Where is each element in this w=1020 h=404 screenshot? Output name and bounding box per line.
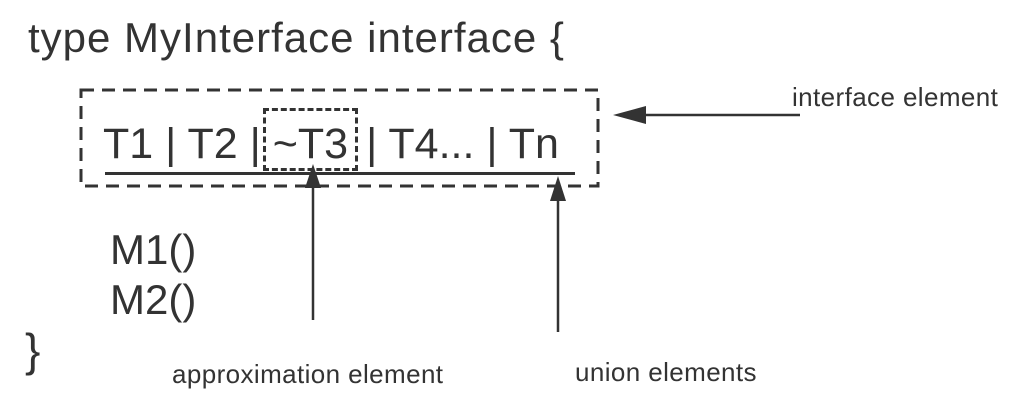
union-members-left: T1 | T2 |	[103, 120, 261, 168]
method-signature-m2: M2()	[110, 276, 197, 323]
union-type-list: T1 | T2 |~T3 | T4... | Tn	[103, 108, 559, 171]
union-members-right: | T4... | Tn	[366, 120, 559, 168]
approximation-element-arrow	[305, 164, 321, 320]
method-signature-m1: M1()	[110, 226, 197, 273]
method-list: M1() M2()	[110, 225, 196, 325]
type-declaration: type MyInterface interface {	[28, 14, 565, 61]
closing-brace: }	[25, 324, 41, 376]
union-elements-arrowhead	[550, 176, 566, 201]
interface-element-arrowhead	[613, 106, 646, 124]
approximation-element-label: approximation element	[172, 359, 444, 389]
approximation-type: ~T3	[272, 120, 349, 168]
approximation-element-box: ~T3	[262, 108, 359, 171]
union-elements-arrow	[550, 176, 566, 332]
interface-element-label: interface element	[792, 82, 999, 112]
interface-element-arrow	[613, 106, 800, 124]
union-elements-label: union elements	[575, 357, 757, 387]
